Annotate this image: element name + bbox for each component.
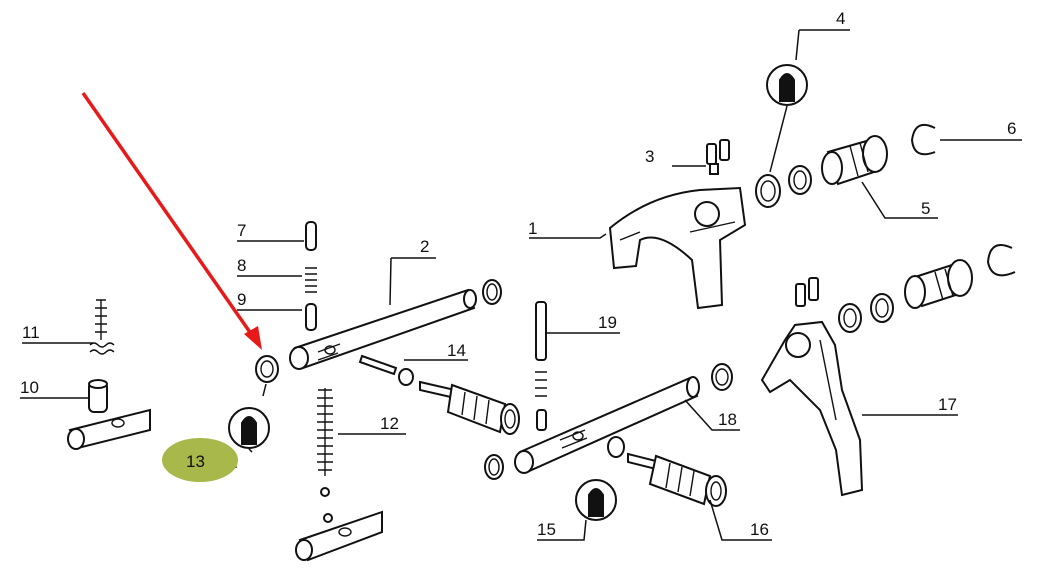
spring-part-8 [305, 267, 317, 293]
label-10: 10 [20, 378, 39, 397]
selector-shaft-middle [419, 380, 520, 435]
circlip-fork-17 [986, 244, 1016, 277]
highlight-callout [162, 438, 238, 482]
bolts-fork-17 [795, 277, 819, 307]
leader-lines [20, 29, 1022, 541]
o-ring-shaft-18-right [711, 363, 733, 391]
label-14: 14 [447, 341, 466, 360]
label-1: 1 [528, 219, 537, 238]
pin-part-14 [358, 354, 414, 386]
o-ring-fork-1 [788, 165, 812, 195]
label-18: 18 [718, 410, 737, 429]
circlip-part-6 [910, 124, 936, 156]
spring-part-11 [89, 299, 115, 355]
seal-ring-part-15 [607, 436, 625, 458]
o-ring-shaft-2-end [482, 279, 502, 305]
detent-plunger-part-10 [88, 379, 108, 413]
shift-rod-left-end [67, 408, 151, 450]
label-8: 8 [237, 256, 246, 275]
label-4: 4 [836, 9, 845, 28]
shift-shaft-part-18 [514, 376, 700, 474]
o-ring-fork-17-b [870, 293, 894, 323]
spring-part-19-lower [535, 371, 547, 431]
seal-symbol-icon [228, 407, 270, 449]
pin-part-7 [305, 221, 317, 251]
label-15: 15 [537, 520, 556, 539]
o-ring-fork-17-a [838, 303, 862, 333]
label-6: 6 [1007, 119, 1016, 138]
seal-ring-part-4 [755, 174, 781, 208]
shift-rod-lower-end [295, 510, 383, 562]
sleeve-part-5 [821, 135, 888, 186]
shift-shaft-part-2 [289, 288, 477, 370]
label-7: 7 [237, 221, 246, 240]
label-3: 3 [645, 147, 654, 166]
label-2: 2 [420, 237, 429, 256]
pin-part-19 [535, 301, 547, 361]
o-ring-shaft-18-left [484, 454, 504, 480]
seal-ring-part-13 [255, 355, 279, 383]
label-17: 17 [938, 395, 957, 414]
seal-symbol-icon [575, 479, 617, 521]
red-arrow-icon [81, 91, 262, 350]
selector-shaft-part-16 [627, 452, 727, 507]
label-5: 5 [921, 199, 930, 218]
label-19: 19 [598, 313, 617, 332]
sleeve-fork-17 [904, 259, 973, 309]
pin-part-9 [305, 303, 317, 331]
label-9: 9 [237, 290, 246, 309]
label-13: 13 [186, 452, 205, 471]
bolts-part-3 [706, 139, 730, 175]
shift-fork-part-1 [608, 186, 747, 310]
shift-fork-part-17 [760, 320, 864, 497]
seal-symbol-icon [766, 64, 808, 106]
label-12: 12 [380, 414, 399, 433]
label-16: 16 [750, 520, 769, 539]
spring-part-12 [317, 388, 333, 523]
label-11: 11 [22, 323, 40, 342]
